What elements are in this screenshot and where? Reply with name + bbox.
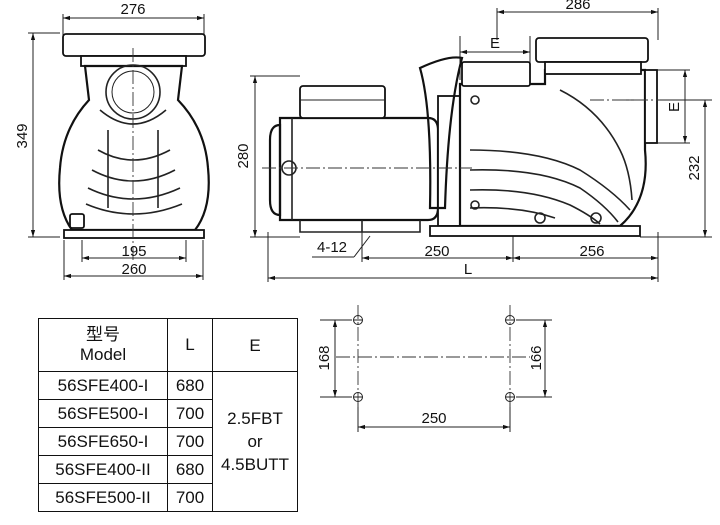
dim-port-e-top: E xyxy=(490,35,500,52)
cell-length: 680 xyxy=(167,455,213,484)
dim-overall-length: L xyxy=(464,261,472,278)
dim-pump-base: 256 xyxy=(579,243,604,260)
dim-front-width: 276 xyxy=(120,1,145,18)
dim-foot-span-left: 168 xyxy=(316,345,333,370)
dim-shaft-height: 280 xyxy=(235,143,252,168)
dim-inlet-height: 232 xyxy=(686,155,703,180)
cell-model: 56SFE650-I xyxy=(38,427,168,456)
cell-length: 700 xyxy=(167,427,213,456)
e-line-3: 4.5BUTT xyxy=(220,455,290,474)
dim-front-height: 349 xyxy=(14,123,31,148)
foot-hole-layout: 168 166 250 xyxy=(316,305,552,432)
table-row: 56SFE400-I 680 2.5FBT or 4.5BUTT xyxy=(38,371,298,512)
dim-base-outer: 260 xyxy=(121,261,146,278)
dim-mount-holes: 4-12 xyxy=(317,239,347,256)
cell-model: 56SFE500-II xyxy=(38,483,168,512)
cell-length: 700 xyxy=(167,399,213,428)
cell-length: 700 xyxy=(167,483,213,512)
cell-model: 56SFE500-I xyxy=(38,399,168,428)
dim-side-length: 286 xyxy=(565,0,590,13)
header-model: 型号 Model xyxy=(38,318,168,372)
dim-port-e-side: E xyxy=(666,102,683,112)
table-header-row: 型号 Model L E xyxy=(38,318,298,372)
e-line-2: or xyxy=(247,432,263,451)
cell-e: 2.5FBT or 4.5BUTT xyxy=(212,371,298,512)
dim-motor-to-pump: 250 xyxy=(424,243,449,260)
cell-length: 680 xyxy=(167,371,213,400)
cell-model: 56SFE400-I xyxy=(38,371,168,400)
dim-foot-span-right: 166 xyxy=(528,345,545,370)
header-length: L xyxy=(167,318,213,372)
side-view: 286 E 280 E 232 4-12 250 256 L xyxy=(235,0,712,282)
table-row: 56SFE500-II 700 xyxy=(38,483,298,512)
table-row: 56SFE650-I 700 xyxy=(38,427,298,456)
header-e: E xyxy=(212,318,298,372)
model-table: 型号 Model L E 56SFE400-I 680 2.5FBT or 4.… xyxy=(38,318,298,512)
e-line-1: 2.5FBT xyxy=(227,409,283,428)
header-model-cn: 型号 xyxy=(86,325,120,344)
cell-model: 56SFE400-II xyxy=(38,455,168,484)
table-row: 56SFE500-I 700 xyxy=(38,399,298,428)
table-row: 56SFE400-II 680 xyxy=(38,455,298,484)
dim-foot-span-horizontal: 250 xyxy=(421,410,446,427)
dim-base-inner: 195 xyxy=(121,243,146,260)
front-view: 276 349 195 260 xyxy=(14,1,210,280)
header-model-en: Model xyxy=(79,345,127,364)
